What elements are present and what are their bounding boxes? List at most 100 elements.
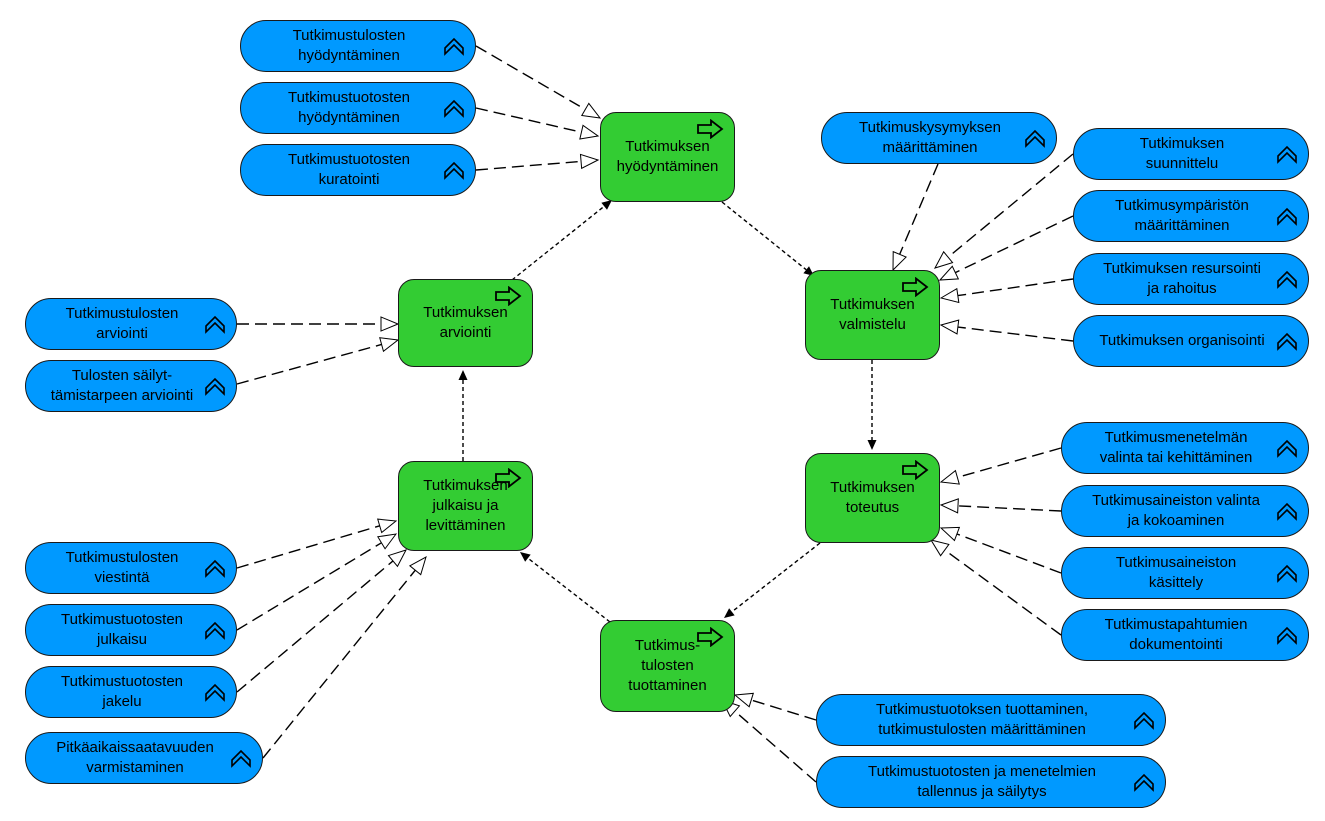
process-node-valmistelu: Tutkimuksen valmistelu — [805, 270, 940, 360]
function-label: Tutkimustuotosten ja menetelmien tallenn… — [868, 762, 1096, 800]
function-label: Tutkimustapahtumien dokumentointi — [1104, 615, 1248, 653]
function-label: Tulosten säilyt- tämistarpeen arviointi — [50, 366, 194, 404]
composition-connector — [475, 153, 600, 171]
function-label: Tutkimusaineiston käsittely — [1115, 553, 1237, 591]
composition-connector — [939, 447, 1062, 485]
function-label: Tutkimustulosten viestintä — [65, 548, 179, 586]
process-label: Tutkimuksen valmistelu — [830, 295, 915, 333]
composition-connector — [236, 549, 408, 693]
function-node-f7: Tutkimuksen resursointi ja rahoitus — [1073, 253, 1309, 305]
function-chevron-icon — [1277, 502, 1297, 521]
function-chevron-icon — [1276, 144, 1298, 164]
function-chevron-icon — [444, 99, 464, 118]
function-chevron-icon — [205, 621, 225, 640]
process-node-arviointi: Tutkimuksen arviointi — [398, 279, 533, 367]
process-label: Tutkimuksen arviointi — [423, 303, 508, 341]
function-chevron-icon — [1134, 773, 1154, 792]
flow-connector — [520, 552, 611, 623]
function-chevron-icon — [1277, 332, 1297, 351]
function-chevron-icon — [1277, 626, 1297, 645]
function-label: Tutkimustuotoksen tuottaminen, tutkimust… — [875, 700, 1089, 738]
function-chevron-icon — [1277, 439, 1297, 458]
function-label: Tutkimustulosten hyödyntäminen — [292, 26, 406, 64]
function-chevron-icon — [231, 749, 251, 768]
function-label: Tutkimustuotosten hyödyntäminen — [288, 88, 410, 126]
function-node-f16: Tutkimustuotosten julkaisu — [25, 604, 237, 656]
function-chevron-icon — [204, 620, 226, 640]
function-chevron-icon — [205, 559, 225, 578]
function-node-f14: Tutkimustuotosten ja menetelmien tallenn… — [816, 756, 1166, 808]
function-node-f18: Pitkäaikaissaatavuuden varmistaminen — [25, 732, 263, 784]
function-node-f10: Tutkimusaineiston valinta ja kokoaminen — [1061, 485, 1309, 537]
composition-connector — [721, 699, 817, 783]
function-chevron-icon — [1025, 129, 1045, 148]
composition-connector — [892, 163, 939, 272]
function-label: Pitkäaikaissaatavuuden varmistaminen — [56, 738, 214, 776]
flow-connector — [458, 370, 468, 461]
function-node-f11: Tutkimusaineiston käsittely — [1061, 547, 1309, 599]
function-chevron-icon — [1133, 710, 1155, 730]
function-chevron-icon — [1277, 270, 1297, 289]
function-node-f2: Tutkimustuotosten hyödyntäminen — [240, 82, 476, 134]
function-chevron-icon — [204, 314, 226, 334]
function-node-f9: Tutkimusmenetelmän valinta tai kehittämi… — [1061, 422, 1309, 474]
function-node-f17: Tutkimustuotosten jakelu — [25, 666, 237, 718]
composition-connector — [262, 555, 427, 759]
process-label: Tutkimuksen julkaisu ja levittäminen — [423, 476, 508, 535]
process-arrow-icon — [494, 285, 522, 307]
process-arrow-icon — [901, 459, 929, 481]
function-node-f12: Tutkimustapahtumien dokumentointi — [1061, 609, 1309, 661]
function-node-f4: Tutkimuskysymyksen määrittäminen — [821, 112, 1057, 164]
function-node-f3: Tutkimustuotosten kuratointi — [240, 144, 476, 196]
composition-connector — [475, 107, 600, 140]
function-chevron-icon — [1276, 563, 1298, 583]
flow-connector — [721, 201, 814, 276]
function-chevron-icon — [204, 682, 226, 702]
function-node-f20: Tulosten säilyt- tämistarpeen arviointi — [25, 360, 237, 412]
function-node-f6: Tutkimusympäristön määrittäminen — [1073, 190, 1309, 242]
process-node-hyodyntaminen: Tutkimuksen hyödyntäminen — [600, 112, 735, 202]
function-node-f15: Tutkimustulosten viestintä — [25, 542, 237, 594]
function-node-f19: Tutkimustulosten arviointi — [25, 298, 237, 350]
function-chevron-icon — [443, 98, 465, 118]
composition-connector — [236, 533, 398, 631]
function-chevron-icon — [443, 160, 465, 180]
function-chevron-icon — [204, 376, 226, 396]
process-label: Tutkimuksen toteutus — [830, 478, 915, 516]
function-node-f5: Tutkimuksen suunnittelu — [1073, 128, 1309, 180]
function-chevron-icon — [205, 683, 225, 702]
function-label: Tutkimuskysymyksen määrittäminen — [859, 118, 1001, 156]
function-chevron-icon — [1276, 269, 1298, 289]
function-label: Tutkimustulosten arviointi — [65, 304, 179, 342]
process-arrow-icon — [696, 118, 724, 140]
function-chevron-icon — [1276, 206, 1298, 226]
composition-connector — [939, 498, 1062, 514]
composition-connector — [236, 518, 398, 569]
function-label: Tutkimusaineiston valinta ja kokoaminen — [1092, 491, 1260, 529]
function-chevron-icon — [443, 36, 465, 56]
function-chevron-icon — [1276, 438, 1298, 458]
process-arrow-icon — [495, 285, 522, 307]
function-chevron-icon — [444, 161, 464, 180]
function-label: Tutkimusmenetelmän valinta tai kehittämi… — [1099, 428, 1253, 466]
flow-connector — [511, 200, 612, 281]
function-label: Tutkimuksen organisointi — [1099, 331, 1265, 349]
function-chevron-icon — [1277, 207, 1297, 226]
function-chevron-icon — [444, 37, 464, 56]
composition-connector — [933, 153, 1074, 269]
function-chevron-icon — [1276, 501, 1298, 521]
process-arrow-icon — [901, 276, 929, 298]
function-chevron-icon — [1134, 711, 1154, 730]
composition-connector — [938, 215, 1074, 281]
composition-connector — [939, 278, 1074, 304]
function-label: Tutkimustuotosten jakelu — [61, 672, 183, 710]
process-arrow-icon — [495, 467, 522, 489]
function-label: Tutkimuksen suunnittelu — [1139, 134, 1225, 172]
function-chevron-icon — [205, 315, 225, 334]
process-arrow-icon — [697, 118, 724, 140]
process-arrow-icon — [697, 626, 724, 648]
process-arrow-icon — [494, 467, 522, 489]
process-arrow-icon — [902, 276, 929, 298]
composition-connector — [929, 539, 1062, 636]
